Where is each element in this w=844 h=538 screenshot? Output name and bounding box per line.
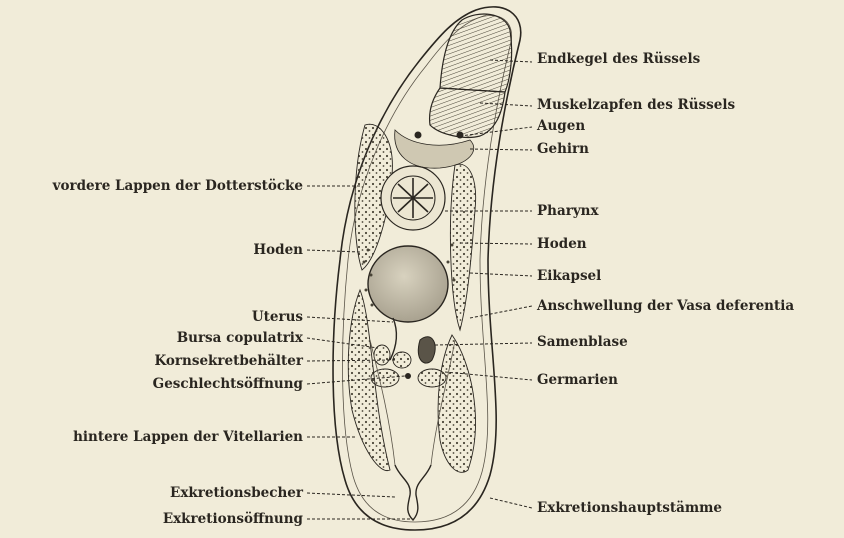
eye-right xyxy=(457,132,464,139)
label-excretory-main-trunks: Exkretionshauptstämme xyxy=(537,500,722,516)
label-testes-right: Hoden xyxy=(537,236,587,252)
label-pharynx: Pharynx xyxy=(537,203,599,219)
proboscis-muscle-plug xyxy=(430,88,505,137)
label-anterior-vitellaria: vordere Lappen der Dotterstöcke xyxy=(53,178,303,194)
label-proboscis-muscle-plug: Muskelzapfen des Rüssels xyxy=(537,97,735,113)
posterior-vitellarium-right xyxy=(438,335,475,472)
label-seminal-vesicle: Samenblase xyxy=(537,334,628,350)
eye-left xyxy=(415,132,422,139)
label-vasa-deferentia-swelling: Anschwellung der Vasa deferentia xyxy=(537,298,794,314)
label-granule-secretion-reservoir: Kornsekretbehälter xyxy=(154,353,303,369)
label-excretory-cup: Exkretionsbecher xyxy=(170,485,303,501)
label-excretory-opening: Exkretionsöffnung xyxy=(163,511,303,527)
uterus xyxy=(390,318,396,360)
label-testes-left: Hoden xyxy=(253,242,303,258)
egg-capsule xyxy=(368,246,448,322)
label-genital-opening: Geschlechtsöffnung xyxy=(153,376,303,392)
label-eyes: Augen xyxy=(537,118,585,134)
label-brain: Gehirn xyxy=(537,141,589,157)
anterior-vitellarium-right xyxy=(450,164,475,330)
label-proboscis-end-cone: Endkegel des Rüssels xyxy=(537,51,700,67)
label-posterior-vitellaria: hintere Lappen der Vitellarien xyxy=(73,429,303,445)
label-uterus: Uterus xyxy=(252,309,303,325)
seminal-vesicle xyxy=(418,337,435,363)
label-copulatory-bursa: Bursa copulatrix xyxy=(177,330,303,346)
granule-secretion-reservoir xyxy=(393,352,411,368)
label-egg-capsule: Eikapsel xyxy=(537,268,601,284)
excretory-cup xyxy=(395,465,431,520)
genital-opening xyxy=(405,373,411,379)
pharynx-rays xyxy=(393,178,433,218)
label-germaria: Germarien xyxy=(537,372,618,388)
